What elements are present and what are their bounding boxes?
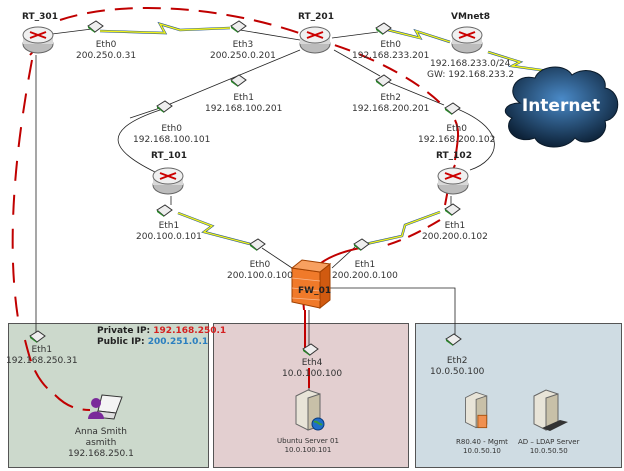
user-laptop-icon [88,394,123,420]
nic-icon [353,238,370,251]
public-ip: 200.251.0.1 [147,337,209,347]
router-icon [152,167,184,195]
nic-icon [230,20,247,33]
link-fw-eth2 [330,287,456,335]
internet-label: Internet [522,96,600,116]
router-icon [22,26,54,54]
traffic-path [11,7,459,411]
private-ip-row: Private IP: 192.168.250.1 [97,326,227,336]
link-rt101-eth0-rt101 [117,109,161,173]
router-icon [299,26,331,54]
link-fw-eth0 [261,247,293,269]
vmnet8-gateway: GW: 192.168.233.2 [427,70,515,80]
path-rt102-fw [379,219,441,248]
nic-icon [156,204,173,217]
path-rt301-rt201 [59,7,306,36]
router-icon [437,167,469,195]
mgmt-server-icon [465,391,488,429]
nic-icon [375,74,392,87]
ubuntu-server-icon [295,389,325,431]
link-rt102-eth0-rt102 [454,107,495,171]
link-rt301-eth0 [51,28,93,35]
private-ip: 192.168.250.1 [153,326,227,336]
link-rt201-eth1-rt101-eth0 [129,107,161,119]
path-rt301-down [11,59,33,331]
router-icon [451,26,483,54]
nic-icon [156,100,173,113]
serial-links [99,21,556,246]
path-rt102-down [454,119,459,161]
nic-icon [302,343,319,356]
router-name-rt301: RT_301 [22,12,58,22]
link-rt201-eth2 [333,49,381,77]
internet-cloud-icon: Internet [504,66,619,148]
firewall-name: FW_01 [298,286,332,296]
router-name-rt201: RT_201 [298,12,334,22]
nic-icon [230,74,247,87]
vmnet8-subnet: 192.168.233.0/24 [430,59,511,69]
nic-icon [444,102,461,115]
nic-icon [29,330,46,343]
path-user [24,339,91,411]
router-name-rt102: RT_102 [436,151,472,161]
nic-icon [445,333,462,346]
router-name-rt101: RT_101 [151,151,187,161]
router-name-vmnet8: VMnet8 [451,12,490,22]
nic-icon [87,20,104,33]
firewall-icon [290,259,332,310]
nic-icon [375,22,392,35]
nic-icon [444,203,461,216]
nic-icon [249,238,266,251]
nat-info: Private IP: 192.168.250.1 Public IP: 200… [97,326,226,348]
link-rt201-eth0 [331,31,379,39]
public-ip-row: Public IP: 200.251.0.1 [97,337,209,347]
path-rt201-rt102 [309,37,446,109]
link-rt201-eth3 [239,29,301,41]
link-rt201-eth2-rt102-eth0 [387,81,445,106]
ldap-server-icon [533,389,568,431]
panel-servers [415,323,622,468]
